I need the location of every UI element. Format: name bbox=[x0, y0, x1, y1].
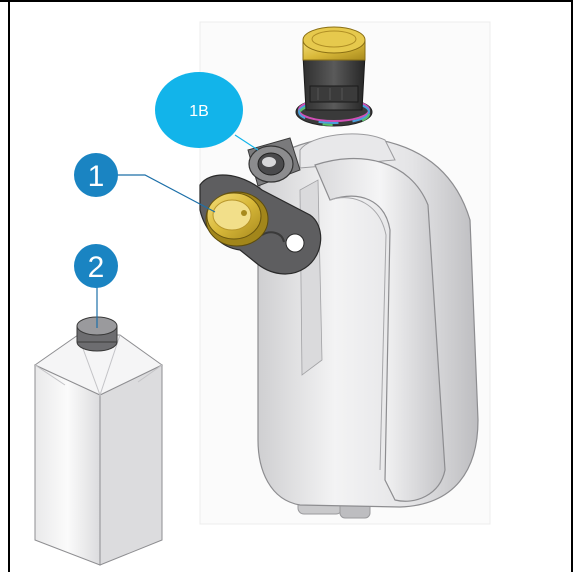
callout-2: 2 bbox=[74, 244, 118, 288]
callout-2-label: 2 bbox=[88, 251, 105, 284]
reservoir-bottle bbox=[258, 134, 478, 518]
callout-1: 1 bbox=[74, 153, 118, 197]
gold-lid bbox=[206, 192, 268, 246]
callout-1b-label: 1B bbox=[189, 103, 209, 120]
leader-line-1 bbox=[105, 175, 215, 212]
solvent-carton bbox=[35, 317, 162, 565]
callout-1b: 1B bbox=[155, 72, 243, 148]
reservoir-top-cap bbox=[296, 27, 372, 126]
callout-1-label: 1 bbox=[88, 160, 105, 193]
